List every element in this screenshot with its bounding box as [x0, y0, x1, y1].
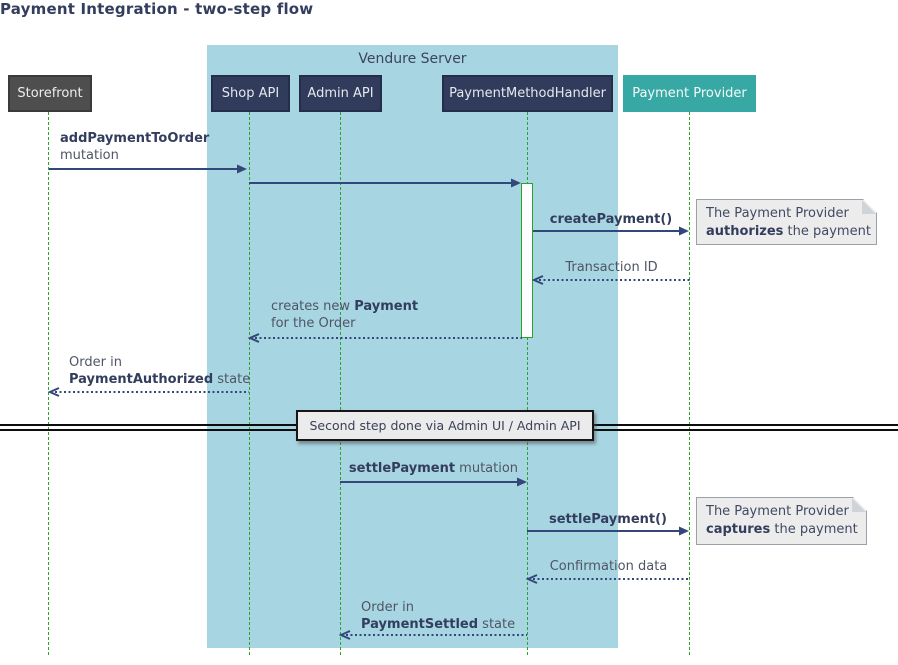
lifeline-admin-api: [340, 112, 341, 655]
participant-payment-provider: Payment Provider: [623, 75, 756, 112]
label-add-payment-to-order: addPaymentToOrder mutation: [60, 131, 210, 163]
lifeline-payment-method-handler: [527, 112, 528, 655]
divider-label: Second step done via Admin UI / Admin AP…: [296, 410, 594, 441]
arrow-transaction-id: [531, 275, 690, 285]
participant-admin-api: Admin API: [299, 75, 382, 112]
label-transaction-id: Transaction ID: [565, 260, 658, 275]
label-payment-authorized: Order in PaymentAuthorized state: [69, 355, 251, 387]
arrow-settle-payment-call: [527, 526, 689, 536]
arrow-payment-settled: [338, 630, 527, 640]
label-settle-payment-call: settlePayment(): [549, 512, 667, 527]
participant-shop-api: Shop API: [211, 75, 290, 112]
arrow-payment-authorized: [47, 387, 249, 397]
vendure-server-label: Vendure Server: [358, 51, 467, 67]
label-create-payment: createPayment(): [549, 212, 673, 227]
lifeline-shop-api: [249, 112, 250, 655]
participant-payment-method-handler: PaymentMethodHandler: [442, 75, 613, 112]
participant-storefront: Storefront: [8, 75, 92, 112]
label-settle-payment-mutation: settlePayment mutation: [348, 461, 519, 476]
label-creates-new-payment: creates new Payment for the Order: [271, 299, 419, 331]
vendure-server-frame: Vendure Server: [207, 45, 618, 648]
diagram-title: Payment Integration - two-step flow: [0, 0, 314, 18]
arrow-create-payment: [533, 226, 689, 236]
note-authorizes-payment: The Payment Provider authorizes the paym…: [696, 199, 877, 245]
activation-bar-payment-method-handler: [521, 183, 533, 338]
arrow-shop-api-to-handler: [249, 178, 521, 188]
label-confirmation-data: Confirmation data: [549, 559, 668, 574]
arrow-confirmation-data: [525, 574, 690, 584]
lifeline-payment-provider: [689, 112, 690, 655]
note-captures-payment: The Payment Provider captures the paymen…: [696, 497, 867, 545]
label-payment-settled: Order in PaymentSettled state: [361, 600, 516, 632]
arrow-creates-new-payment: [247, 333, 522, 343]
lifeline-storefront: [48, 112, 49, 655]
arrow-settle-payment-mutation: [340, 477, 527, 487]
arrow-add-payment-to-order: [49, 164, 247, 174]
